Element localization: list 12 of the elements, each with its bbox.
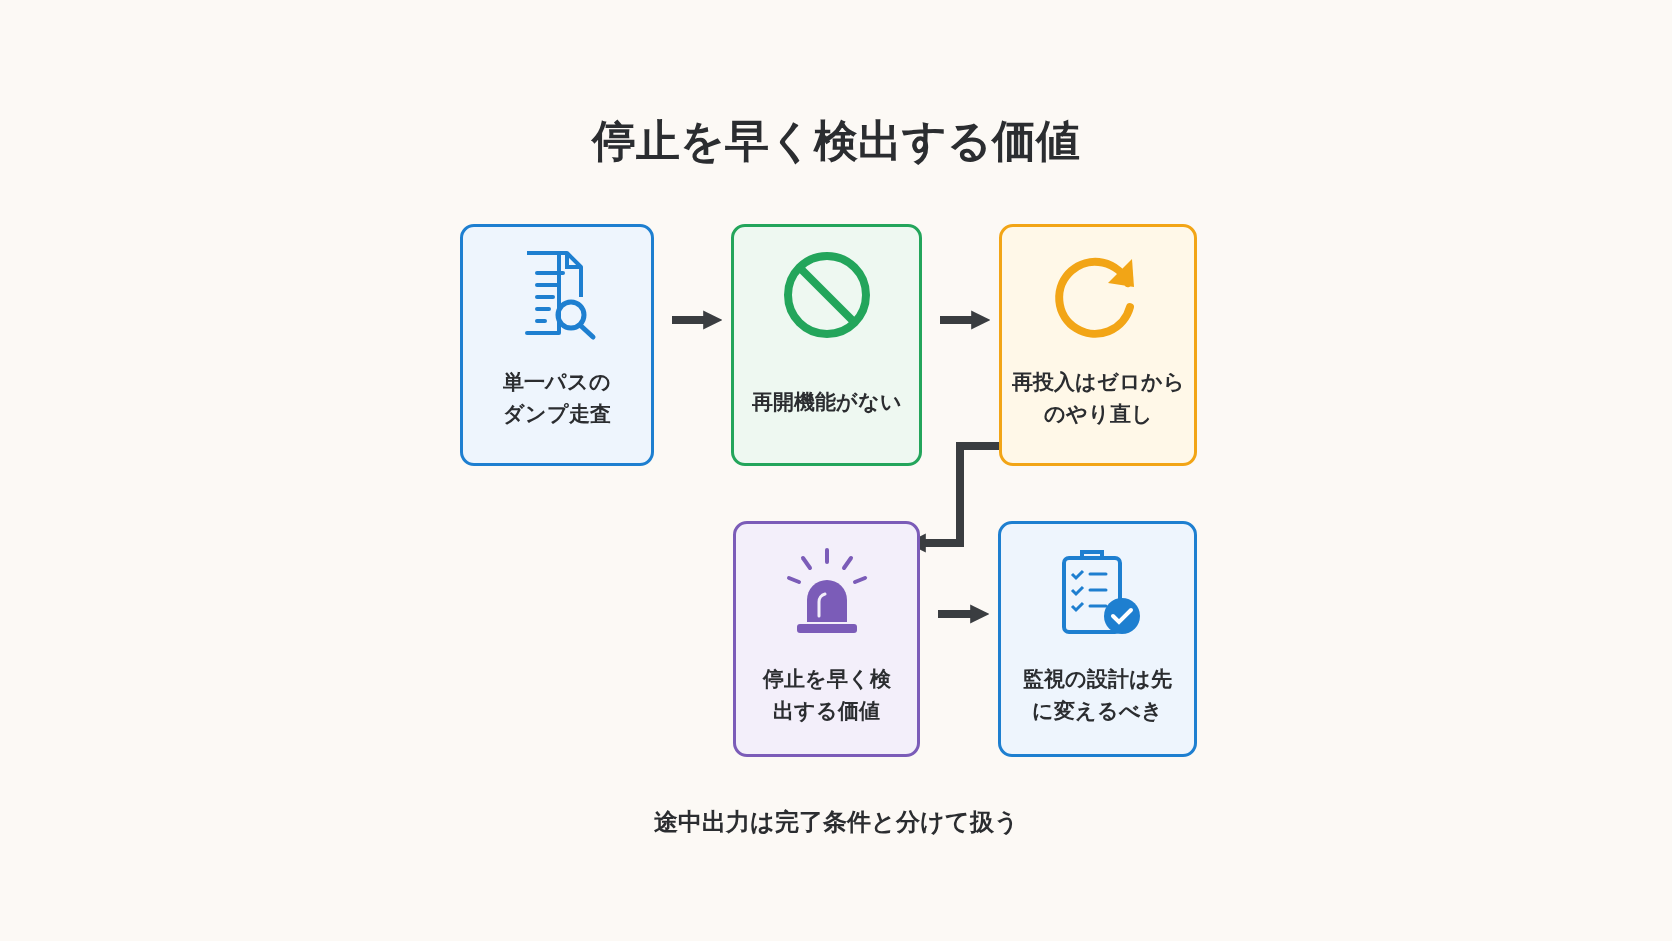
step-card (733, 521, 920, 757)
step-label: 停止を早く検出する価値 (761, 666, 892, 725)
step-card (460, 224, 654, 466)
step-label: 監視の設計は先に変えるべき (1022, 666, 1173, 725)
step-label: 再開機能がない (750, 389, 903, 416)
step-card (998, 521, 1197, 757)
title: 停止を早く検出する価値 (592, 115, 1080, 166)
step-label: 単一パスのダンプ走査 (502, 369, 612, 428)
step-label: 再投入はゼロからのやり直し (1010, 369, 1186, 428)
step-card (731, 224, 922, 466)
caption: 途中出力は完了条件と分けて扱う (653, 808, 1019, 836)
step-card (999, 224, 1197, 466)
